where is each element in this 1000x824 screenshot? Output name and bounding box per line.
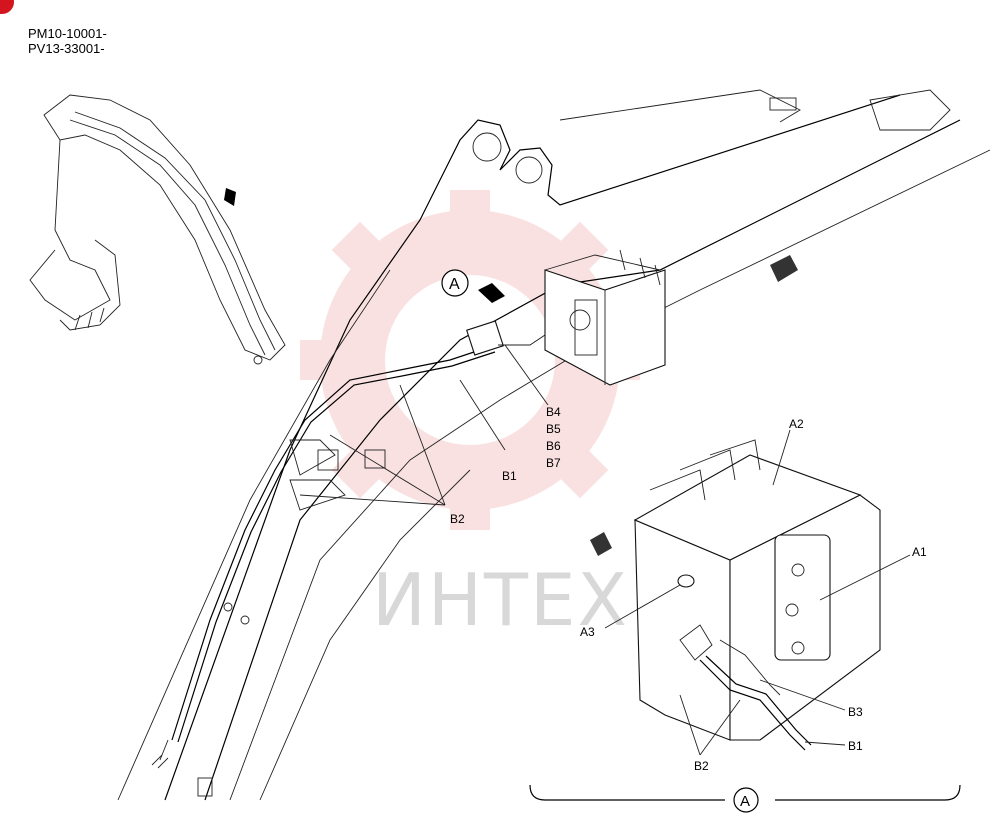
view-a-brace (529, 784, 961, 801)
model-code-2: PV13-33001- (28, 41, 105, 56)
view-a-marker (441, 269, 469, 297)
view-a-bottom-marker (733, 787, 759, 813)
excavator-overview (29, 94, 286, 365)
box-on-boom (544, 249, 666, 386)
arrow-to-box (478, 283, 505, 303)
leaders-left (299, 344, 549, 506)
label-b5: B5 (546, 422, 561, 436)
model-code-1: PM10-10001- (28, 26, 107, 41)
boom-structure (117, 89, 991, 801)
arrow-left (590, 532, 612, 556)
view-a-bottom-label: A (740, 793, 750, 810)
label-b2-left: B2 (450, 512, 465, 526)
view-a-label: A (449, 276, 460, 293)
label-b1-left: B1 (502, 469, 517, 483)
arrow-right (770, 255, 798, 282)
label-b1-right: B1 (848, 739, 863, 753)
leaders-detail (604, 429, 911, 756)
detail-box (633, 439, 881, 751)
harness-wire (151, 319, 556, 769)
watermark-text: ИНТЕХ (372, 558, 629, 642)
label-b7: B7 (546, 456, 561, 470)
label-b6: B6 (546, 439, 561, 453)
label-a2: A2 (789, 417, 804, 431)
label-a1: A1 (912, 545, 927, 559)
label-a3: A3 (580, 625, 595, 639)
label-b3: B3 (848, 705, 863, 719)
label-b4: B4 (546, 405, 561, 419)
label-b2-right: B2 (694, 759, 709, 773)
